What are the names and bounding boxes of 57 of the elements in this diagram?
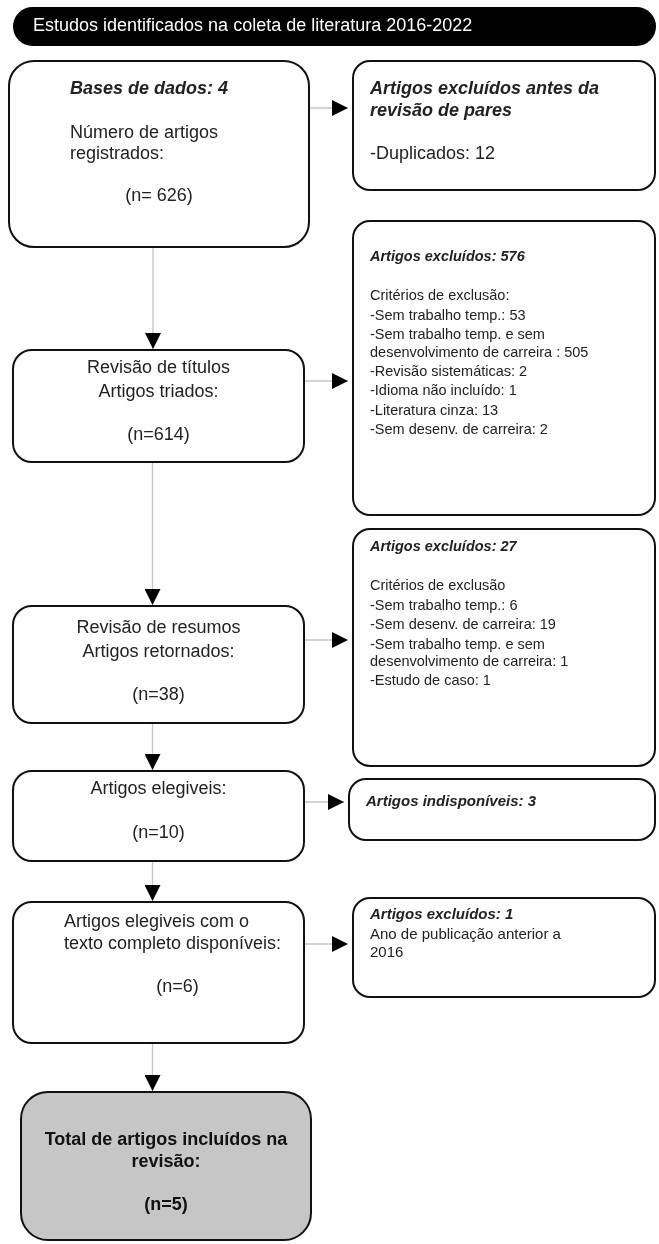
arrow (304, 373, 349, 389)
box-text: -Duplicados: 12 (370, 143, 497, 165)
box-text: -Sem trabalho temp. e sem desenvolvimento de carreira: 1 (370, 635, 570, 671)
box-text: Critérios de exclusão: (370, 287, 511, 305)
box-text: (n= 626) (124, 184, 194, 207)
process-box (12, 349, 305, 463)
exclusion-box (352, 60, 656, 191)
box-heading: Artigos excluídos: 576 (370, 248, 526, 266)
box-text: (n=614) (126, 424, 191, 446)
title-text: Estudos identificados na coleta de literatura 2016-2022 (33, 15, 474, 37)
arrow (144, 462, 161, 606)
arrow (304, 794, 345, 810)
box-text: -Estudo de caso: 1 (370, 672, 492, 690)
box-heading: Bases de dados: 4 (70, 78, 230, 100)
exclusion-box (348, 778, 656, 841)
box-heading: Artigos indisponíveis: 3 (366, 792, 538, 810)
box-text: Artigos retornados: (81, 640, 236, 663)
box-text: Revisão de títulos (85, 357, 232, 379)
box-text: Artigos triados: (97, 380, 220, 403)
box-text: (n=6) (155, 976, 200, 998)
arrow (144, 1043, 161, 1092)
box-text: -Revisão sistemáticas: 2 (370, 362, 529, 381)
arrow (144, 861, 161, 902)
box-text: Critérios de exclusão (370, 577, 507, 595)
box-text: (n=38) (131, 684, 186, 706)
arrow (304, 632, 349, 648)
box-text: Revisão de resumos (75, 617, 242, 639)
process-box (12, 605, 305, 724)
box-text: -Sem trabalho temp.: 53 (370, 306, 527, 325)
box-text: -Literatura cinza: 13 (370, 401, 500, 420)
box-text: -Sem desenv. de carreira: 19 (370, 616, 557, 634)
box-text: -Sem desenv. de carreira: 2 (370, 421, 549, 439)
box-heading: Total de artigos incluídos na revisão: (43, 1129, 289, 1173)
box-text: Artigos elegiveis com o texto completo disponíveis: (64, 911, 283, 955)
arrow (144, 723, 161, 771)
arrow (145, 247, 161, 350)
box-text: Número de artigos registrados: (70, 121, 220, 165)
exclusion-box (352, 897, 656, 998)
exclusion-box (352, 528, 656, 767)
box-text: -Sem trabalho temp. e sem desenvolvimento de carreira : 505 (370, 326, 590, 361)
box-text: Artigos elegiveis: (89, 778, 228, 800)
box-heading: Artigos excluídos: 27 (370, 538, 518, 556)
box-text: (n=5) (143, 1194, 189, 1216)
result-box (20, 1091, 312, 1241)
process-box (12, 901, 305, 1044)
box-text: -Idioma não incluído: 1 (370, 382, 518, 400)
title-banner (13, 7, 656, 46)
arrow (304, 936, 349, 952)
box-heading: Artigos excluídos antes da revisão de pares (370, 78, 601, 122)
box-text: -Sem trabalho temp.: 6 (370, 596, 519, 615)
process-box (8, 60, 310, 248)
exclusion-box (352, 220, 656, 516)
box-heading: Artigos excluídos: 1 (370, 905, 515, 923)
box-text: Ano de publicação anterior a 2016 (370, 925, 562, 961)
arrow (309, 100, 349, 116)
process-box (12, 770, 305, 862)
box-text: (n=10) (131, 821, 186, 844)
